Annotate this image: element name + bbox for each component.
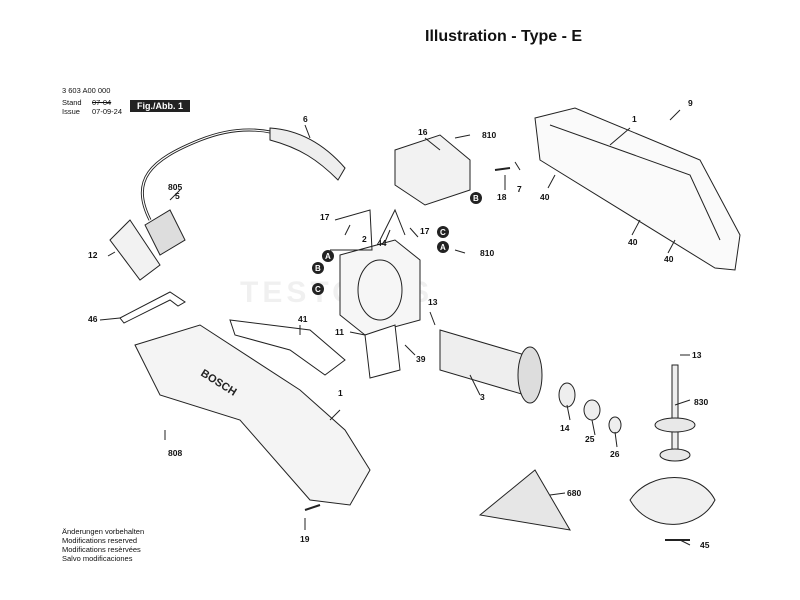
part-label-1: 1 — [338, 388, 343, 398]
bearing — [558, 382, 576, 408]
note-line: Salvo modificaciones — [62, 554, 133, 563]
cable-sleeve — [269, 127, 346, 181]
sleeve — [583, 399, 601, 421]
plug — [144, 209, 186, 256]
wire-17 — [330, 209, 373, 251]
svg-text:A: A — [325, 252, 331, 261]
page-title: Illustration - Type - E — [425, 28, 583, 45]
brush-holder — [364, 324, 401, 379]
part-label-26: 26 — [610, 449, 620, 459]
part-label-18: 18 — [497, 192, 507, 202]
part-label-805: 805 — [168, 182, 182, 192]
svg-text:B: B — [473, 194, 479, 203]
spindle — [671, 364, 679, 461]
part-label-41: 41 — [298, 314, 308, 324]
part-label-13: 13 — [692, 350, 702, 360]
svg-text:B: B — [315, 264, 321, 273]
part-label-11: 11 — [335, 327, 344, 337]
wire-44 — [379, 208, 406, 241]
note-line: Änderungen vorbehalten — [62, 527, 145, 536]
part-label-40: 40 — [540, 192, 550, 202]
svg-text:C: C — [315, 285, 321, 294]
part-label-17: 17 — [320, 212, 330, 222]
housing-half-left — [134, 324, 371, 506]
marker-b: B — [470, 192, 482, 204]
part-label-810: 810 — [482, 130, 496, 140]
part-label-12: 12 — [88, 250, 98, 260]
stand-value: 07-04 — [92, 98, 112, 107]
part-label-16: 16 — [418, 127, 428, 137]
part-label-17: 17 — [420, 226, 430, 236]
issue-value: 07-09-24 — [92, 107, 123, 116]
part-label-14: 14 — [560, 423, 570, 433]
part-label-45: 45 — [700, 540, 710, 550]
part-label-3: 3 — [480, 392, 485, 402]
part-number: 3 603 A00 000 — [62, 86, 111, 95]
part-label-39: 39 — [416, 354, 426, 364]
sanding-pad — [478, 469, 571, 531]
marker-a: A — [322, 250, 334, 262]
armature — [439, 329, 526, 396]
part-label-680: 680 — [567, 488, 581, 498]
bracket — [229, 319, 346, 376]
part-label-46: 46 — [88, 314, 98, 324]
housing-half-right — [534, 107, 741, 271]
part-label-19: 19 — [300, 534, 310, 544]
cable-clamp — [109, 219, 161, 281]
note-line: Modifications reserved — [62, 536, 138, 545]
marker-c: C — [437, 226, 449, 238]
part-label-6: 6 — [303, 114, 308, 124]
washer — [608, 416, 622, 434]
stand-label: Stand — [62, 98, 82, 107]
part-label-1: 1 — [632, 114, 637, 124]
part-label-808: 808 — [168, 448, 182, 458]
part-label-44: 44 — [377, 238, 387, 248]
part-label-830: 830 — [694, 397, 708, 407]
part-label-9: 9 — [688, 98, 693, 108]
marker-c: C — [312, 283, 324, 295]
issue-label: Issue — [62, 107, 80, 116]
note-line: Modifications resèrvées — [62, 545, 141, 554]
part-label-2: 2 — [362, 234, 367, 244]
screw-19 — [304, 504, 321, 511]
part-label-13: 13 — [428, 297, 438, 307]
part-label-40: 40 — [664, 254, 674, 264]
part-label-810: 810 — [480, 248, 494, 258]
notes: Änderungen vorbehalten Modifications res… — [62, 527, 144, 563]
svg-text:A: A — [440, 243, 446, 252]
field-coil — [339, 239, 421, 336]
svg-text:C: C — [440, 228, 446, 237]
part-label-7: 7 — [517, 184, 522, 194]
switch — [394, 134, 471, 206]
part-label-25: 25 — [585, 434, 595, 444]
part-label-5: 5 — [175, 191, 180, 201]
allen-key — [119, 291, 186, 324]
saw-blade — [629, 477, 716, 525]
screw-18 — [494, 167, 511, 171]
marker-b: B — [312, 262, 324, 274]
figure-label: Fig./Abb. 1 — [130, 100, 190, 112]
marker-a: A — [437, 241, 449, 253]
part-label-40: 40 — [628, 237, 638, 247]
